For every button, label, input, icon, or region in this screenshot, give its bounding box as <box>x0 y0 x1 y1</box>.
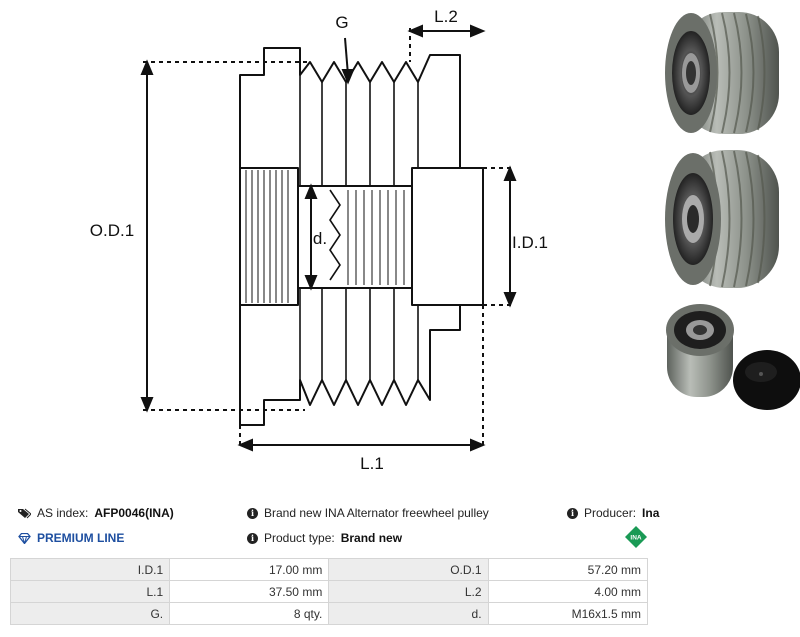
label-l2: L.2 <box>434 7 458 26</box>
label-id1: I.D.1 <box>512 233 548 252</box>
label-g: G <box>335 13 348 32</box>
premium-row: PREMIUM LINE <box>18 531 124 545</box>
producer-row: i Producer: Ina <box>567 506 659 520</box>
pulley-cap <box>411 167 484 306</box>
specs-table: I.D.1 17.00 mm O.D.1 57.20 mm L.1 37.50 … <box>9 558 649 625</box>
spec-value: 4.00 mm <box>487 580 649 603</box>
spec-key: d. <box>328 602 489 625</box>
spec-key: I.D.1 <box>9 558 171 581</box>
table-row: L.1 37.50 mm L.2 4.00 mm <box>9 580 649 603</box>
label-od1: O.D.1 <box>90 221 134 240</box>
producer-value: Ina <box>642 506 660 520</box>
info-icon: i <box>247 507 258 519</box>
spec-value: 8 qty. <box>169 602 330 625</box>
spec-key: O.D.1 <box>328 558 489 581</box>
ina-logo-text: INA <box>630 535 642 542</box>
pulley-hub <box>239 167 299 306</box>
pulley-photo-with-cap <box>666 304 800 410</box>
pulley-technical-drawing: G L.2 O.D.1 d. I.D.1 L.1 <box>90 7 548 473</box>
table-row: G. 8 qty. d. M16x1.5 mm <box>9 602 649 625</box>
tag-icon <box>18 508 31 519</box>
product-type-value: Brand new <box>340 531 403 545</box>
pulley-photo-angled <box>665 150 779 288</box>
producer-label: Producer: <box>584 506 637 520</box>
label-l1: L.1 <box>360 454 384 473</box>
as-index-label: AS index: <box>37 506 89 520</box>
spec-key: L.1 <box>9 580 171 603</box>
spec-key: L.2 <box>328 580 489 603</box>
spec-value: 37.50 mm <box>169 580 330 603</box>
diamond-icon <box>18 532 31 544</box>
table-row: I.D.1 17.00 mm O.D.1 57.20 mm <box>9 558 649 581</box>
product-type-label: Product type: <box>264 531 335 545</box>
product-photos <box>665 12 800 410</box>
product-type-row: i Product type: Brand new <box>247 531 402 545</box>
info-icon: i <box>247 532 258 544</box>
info-icon: i <box>567 507 578 519</box>
spec-value: 57.20 mm <box>487 558 649 581</box>
product-description: Brand new INA Alternator freewheel pulle… <box>264 506 489 520</box>
ina-logo: INA <box>625 526 647 548</box>
label-d: d. <box>313 229 327 248</box>
as-index-value: AFP0046(INA) <box>94 506 174 520</box>
spec-value: 17.00 mm <box>169 558 330 581</box>
product-info: AS index: AFP0046(INA) PREMIUM LINE i Br… <box>0 500 800 560</box>
premium-line-label: PREMIUM LINE <box>37 531 125 545</box>
description-row: i Brand new INA Alternator freewheel pul… <box>247 506 489 520</box>
spec-value: M16x1.5 mm <box>487 602 649 625</box>
as-index-row: AS index: AFP0046(INA) <box>18 506 174 520</box>
pulley-photo-front <box>665 12 779 134</box>
spec-key: G. <box>9 602 171 625</box>
